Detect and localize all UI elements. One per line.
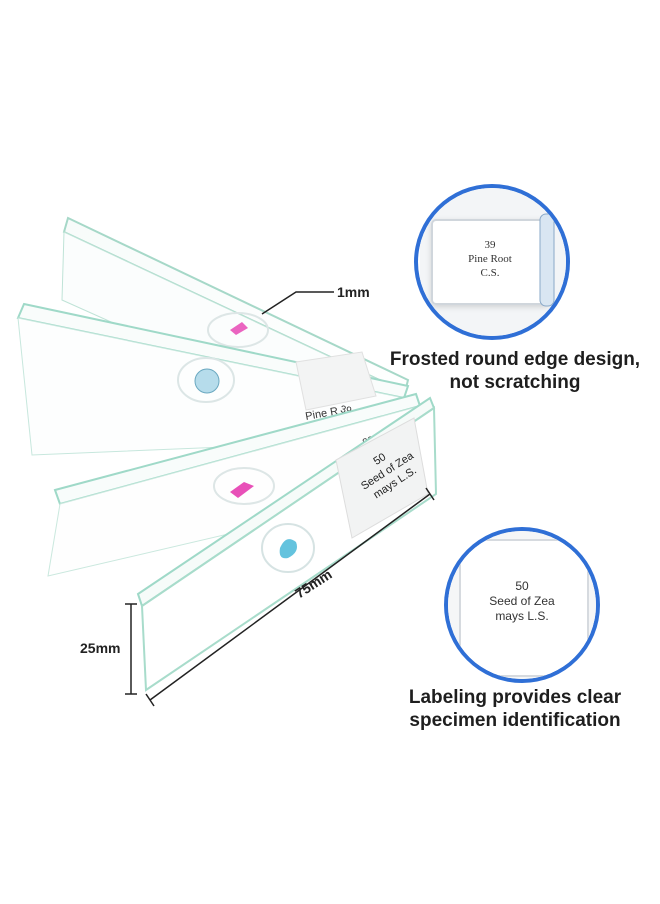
zoom-label-section-top: C.S. [481, 267, 500, 279]
dimension-25mm-bracket [125, 603, 137, 695]
callout-circle-edge: 39 Pine Root C.S. [414, 184, 570, 340]
dimension-75mm-bracket [145, 487, 435, 707]
specimen-stain-blue-4 [279, 539, 297, 559]
zoom-label-zea [459, 539, 589, 677]
callout-circle-label: 50 Seed of Zea mays L.S. [444, 527, 600, 683]
front-label-number: 50 [371, 451, 388, 468]
callout-frosted-text: Frosted round edge design, not scratchin… [380, 348, 650, 394]
specimen-stain-pink-3 [230, 482, 254, 498]
zoom-label-number-top: 39 [485, 239, 497, 251]
zoom-label-section-bottom: mays L.S. [495, 609, 548, 623]
specimen-cover-3 [213, 467, 275, 505]
zoom-label-name-top: Pine Root [468, 253, 512, 265]
specimen-stain-pink-1 [230, 322, 248, 335]
callout-labeling-line1: Labeling provides clear [408, 687, 622, 708]
specimen-cover-4 [261, 523, 315, 573]
callout-frosted-line2: not scratching [449, 372, 581, 393]
slide-back-2: 39 Pine R [16, 302, 410, 456]
zoom-label-number-bottom: 50 [515, 579, 529, 593]
specimen-cover-1 [207, 312, 269, 348]
callout-labeling-line2: specimen identification [409, 710, 621, 731]
specimen-stain-blue-2 [194, 368, 220, 394]
callout-labeling-text: Labeling provides clear specimen identif… [380, 686, 650, 732]
zoom-label-name-bottom: Seed of Zea [489, 594, 555, 608]
callout-frosted-line1: Frosted round edge design, [389, 349, 641, 370]
dimension-thickness-label: 1mm [337, 284, 370, 300]
dimension-width-label: 25mm [80, 640, 121, 656]
dimension-1mm-leader [261, 291, 334, 315]
slide-front: 50 Seed of Zea mays L.S. [136, 396, 438, 692]
specimen-cover-2 [177, 357, 235, 403]
